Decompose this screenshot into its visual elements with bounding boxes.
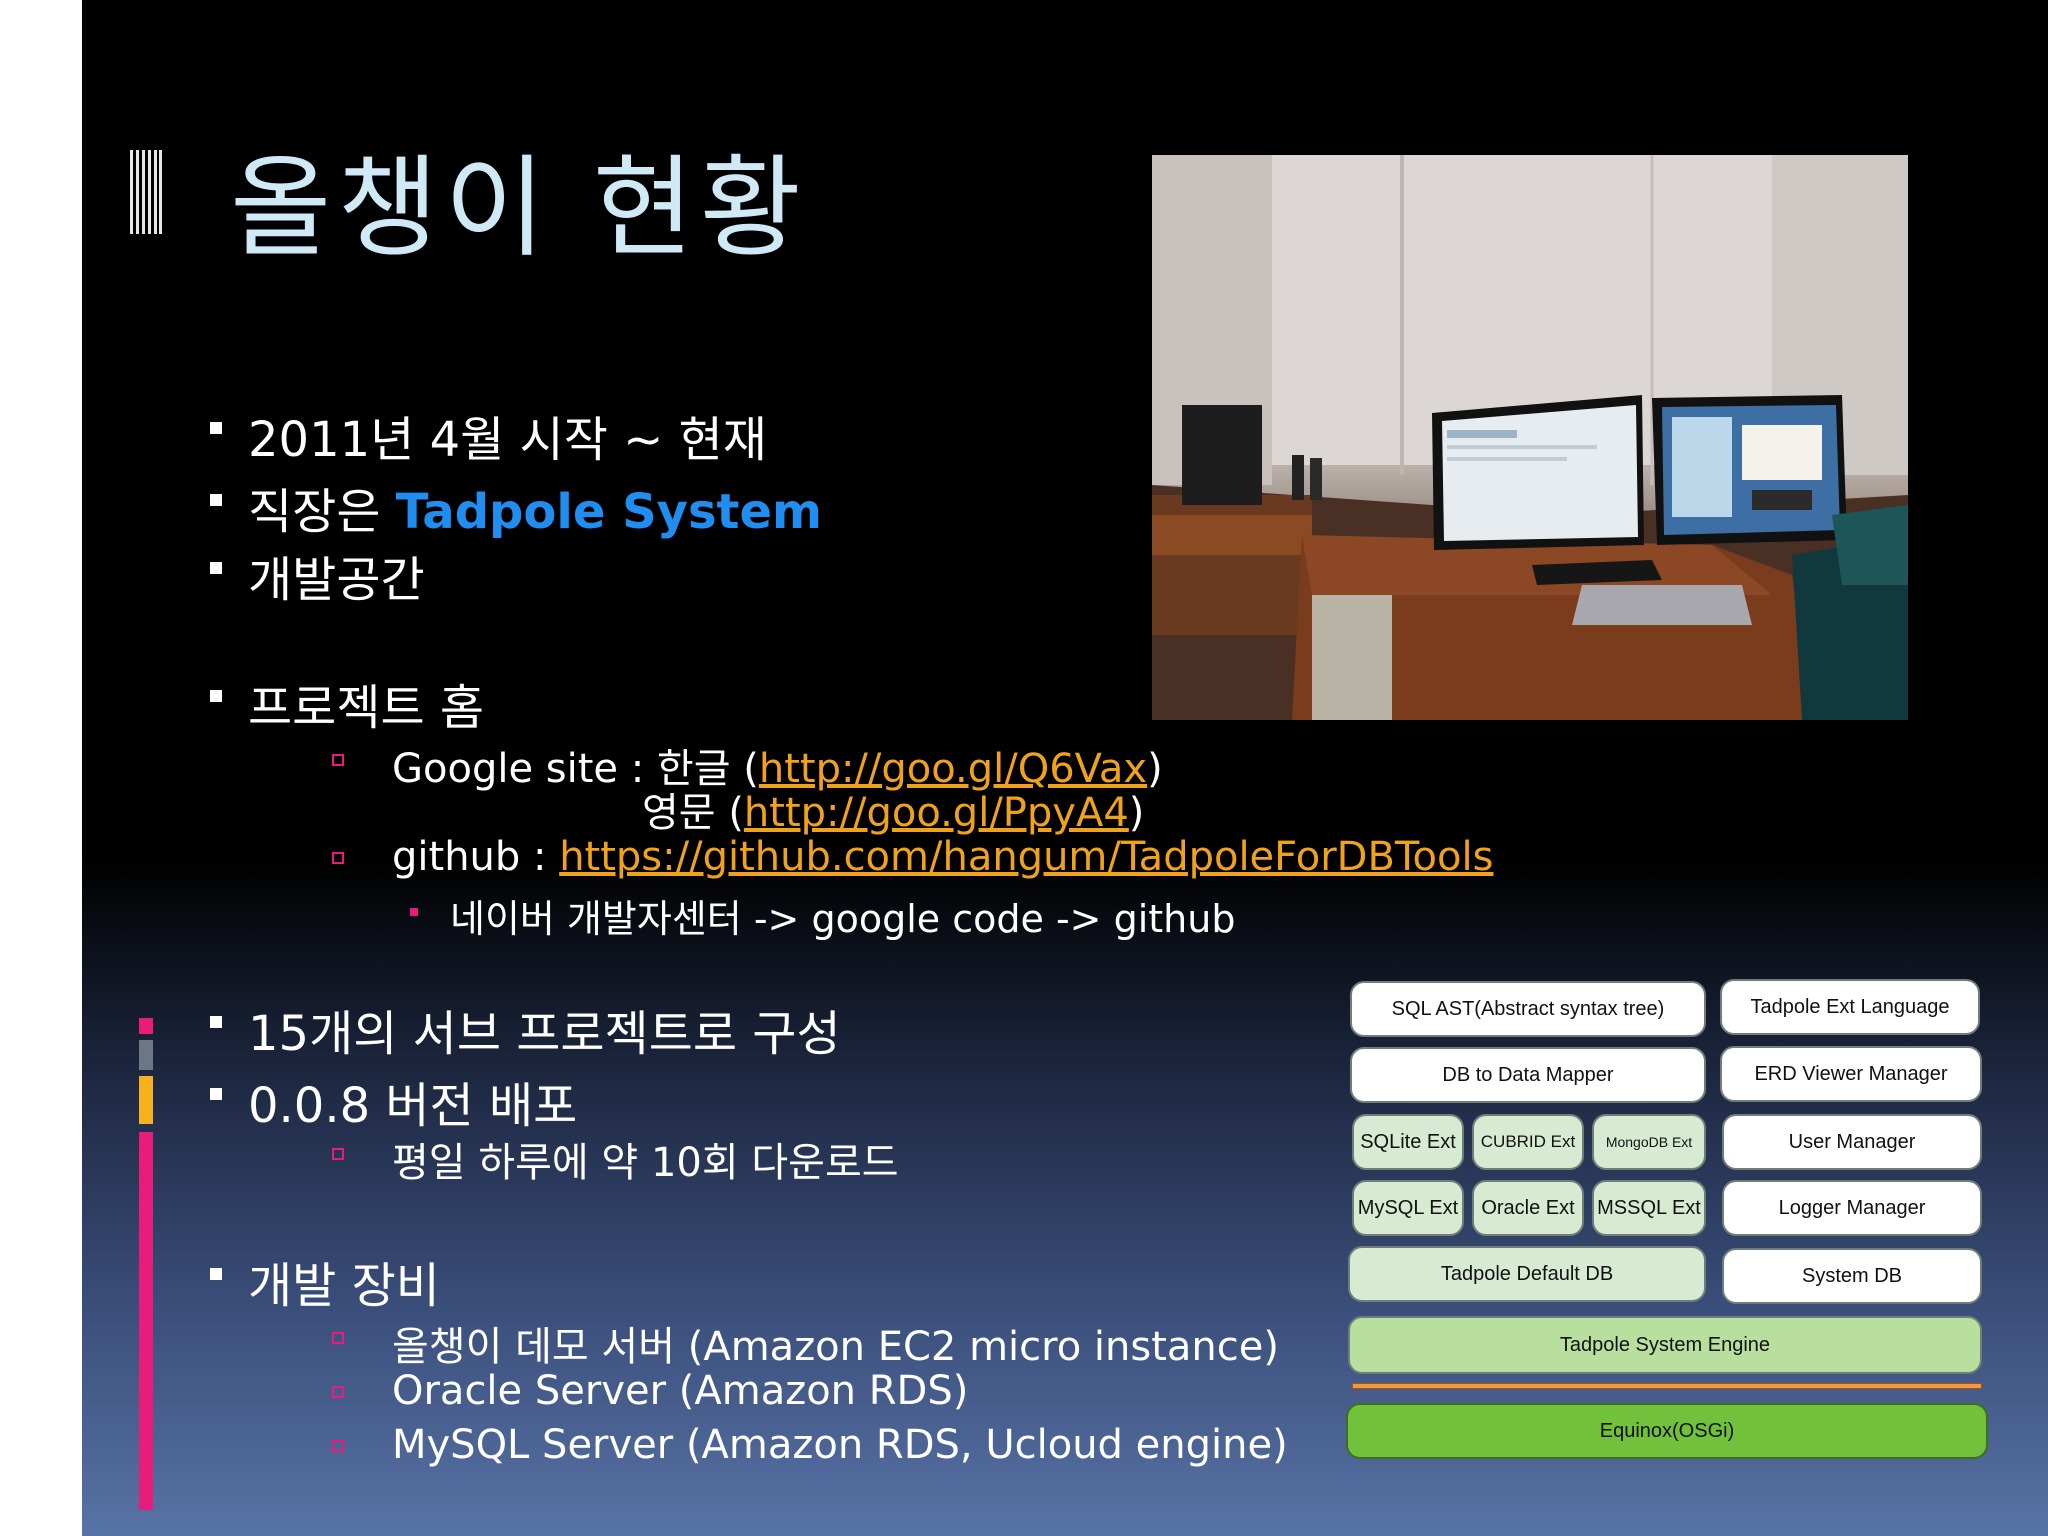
sub-bullet-marker [332,1148,344,1160]
box-mongodb-ext: MongoDB Ext [1592,1114,1706,1170]
box-default-db: Tadpole Default DB [1348,1246,1706,1302]
accent-bar-pink-long [139,1132,153,1510]
bullet-marker [210,422,222,434]
box-logger-manager: Logger Manager [1722,1180,1982,1236]
box-cubrid-ext: CUBRID Ext [1472,1114,1584,1170]
sub-bullet-marker [332,852,344,864]
box-user-manager: User Manager [1722,1114,1982,1170]
bullet-marker [210,1268,222,1280]
bullet-marker [210,494,222,506]
google-site-en-link[interactable]: http://goo.gl/PpyA4 [743,790,1129,836]
box-system-engine: Tadpole System Engine [1348,1316,1982,1374]
box-mssql-ext: MSSQL Ext [1592,1180,1706,1236]
bullet-equipment: 개발 장비 [210,1246,440,1316]
bullet-google-site: Google site : 한글 (http://goo.gl/Q6Vax) [332,736,1163,794]
sub-bullet-marker [332,754,344,766]
page-title: 올챙이 현황 [230,144,807,272]
box-equinox: Equinox(OSGi) [1346,1403,1988,1459]
box-mysql-ext: MySQL Ext [1352,1180,1464,1236]
google-site-en-line: 영문 (http://goo.gl/PpyA4) [642,790,1145,836]
bullet-release: 0.0.8 버전 배포 [210,1066,577,1136]
github-link[interactable]: https://github.com/hangum/TadpoleForDBTo… [559,834,1494,880]
box-sqlite-ext: SQLite Ext [1352,1114,1464,1170]
box-system-db: System DB [1722,1248,1982,1304]
box-db-mapper: DB to Data Mapper [1350,1047,1706,1103]
bullet-marker [210,690,222,702]
box-oracle-ext: Oracle Ext [1472,1180,1584,1236]
bullet-demo-server: 올챙이 데모 서버 (Amazon EC2 micro instance) [332,1314,1279,1372]
sub-bullet-marker [332,1332,344,1344]
title-decoration [130,150,162,234]
accent-bar-gray [139,1040,153,1070]
bullet-marker [210,562,222,574]
workspace-photo-illustration [1152,155,1908,720]
accent-bar-pink [139,1018,153,1034]
sub-bullet-marker [332,1386,344,1398]
engine-divider [1352,1383,1982,1389]
bullet-marker [210,1088,222,1100]
left-margin [0,0,82,1536]
bullet-project-home: 프로젝트 홈 [210,668,484,738]
bullet-github-history: 네이버 개발자센터 -> google code -> github [410,888,1235,943]
bullet-github: github : https://github.com/hangum/Tadpo… [332,834,1494,880]
bullet-oracle-server: Oracle Server (Amazon RDS) [332,1368,968,1414]
workspace-photo [1152,155,1908,720]
box-erd-viewer: ERD Viewer Manager [1720,1046,1982,1102]
bullet-mysql-server: MySQL Server (Amazon RDS, Ucloud engine) [332,1422,1288,1468]
sub-sub-bullet-marker [410,908,418,916]
bullet-marker [210,1016,222,1028]
accent-bar-yellow [139,1076,153,1124]
workplace-name: Tadpole System [395,484,823,540]
bullet-workspace: 개발공간 [210,540,425,610]
bullet-start: 2011년 4월 시작 ~ 현재 [210,400,767,470]
sub-bullet-marker [332,1440,344,1452]
box-sql-ast: SQL AST(Abstract syntax tree) [1350,981,1706,1037]
box-ext-language: Tadpole Ext Language [1720,979,1980,1035]
slide: 올챙이 현황 [82,0,2048,1536]
bullet-downloads: 평일 하루에 약 10회 다운로드 [332,1130,899,1188]
google-site-ko-link[interactable]: http://goo.gl/Q6Vax [758,746,1148,792]
bullet-workplace: 직장은 Tadpole System [210,472,823,542]
bullet-subprojects: 15개의 서브 프로젝트로 구성 [210,994,841,1064]
